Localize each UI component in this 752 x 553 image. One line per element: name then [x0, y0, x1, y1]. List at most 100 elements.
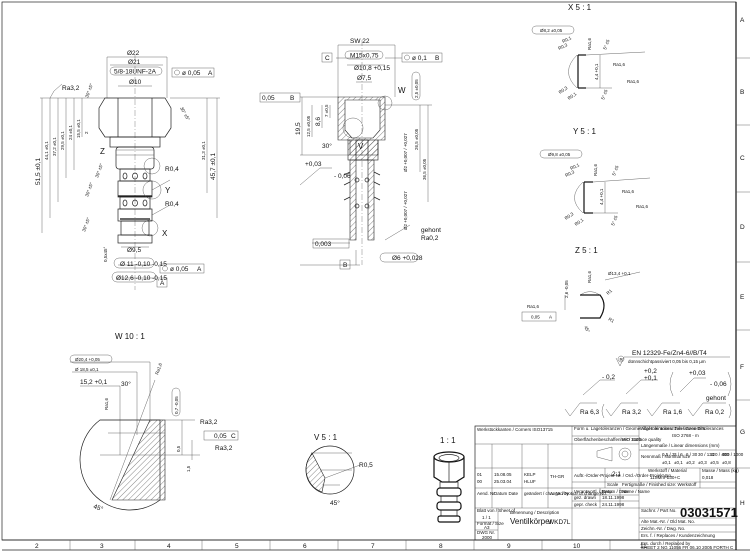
tolerance-label: +0,03 [689, 370, 706, 377]
dimension-label: 4,4 +0,1 [594, 63, 599, 80]
projection-symbol [596, 446, 632, 462]
dimension-label: Ø10 [129, 79, 142, 86]
range-cell: 400 / 1000 [722, 452, 744, 457]
roughness-symbol: Ra 6,3 [580, 409, 600, 416]
sheet-value: 1 / 1 [482, 515, 491, 520]
nominal-size-label: Nennmaß / Nominal size [641, 454, 691, 459]
thread-callout: M15x0,75 [350, 53, 379, 60]
roughness-symbol: Ra 1,6 [663, 409, 683, 416]
dimension-label: 2,6 -0,05 [564, 280, 569, 298]
material-label: Werkstoff / Material [648, 468, 687, 473]
dimension-label: Ø9,5 [127, 247, 141, 254]
detail-marker-x: X [162, 229, 168, 238]
dimension-label: 29,5 ±0,1 [60, 131, 65, 150]
roughness-label: Ra1,6 [587, 37, 592, 50]
roughness-label: Ra1,6 [613, 62, 626, 67]
perpendicularity-tolerance: 0,05 [531, 315, 540, 320]
material-value: 11SMnPb30+C [650, 475, 681, 480]
cylindricity-tolerance: 0,003 [315, 241, 332, 248]
perpendicularity-tolerance: 0,05 [214, 433, 227, 440]
column-label: 8 [439, 543, 443, 550]
roughness-label: Ra1,6 [587, 270, 592, 283]
angle-label: 30° [322, 142, 332, 150]
roughness-label: Ra3,2 [200, 419, 218, 426]
tolerance-cell: ±0,8 [722, 460, 731, 465]
angle-label: 30° [121, 380, 131, 388]
revision-header: A. Nr. / Notice of change No. [550, 491, 607, 496]
row-label: G [740, 429, 745, 436]
dwg-value: 2000 [482, 535, 493, 540]
dimension-label: 15,5 ±0,1 [76, 119, 81, 138]
coating-symbol: R [620, 357, 624, 362]
revision-header: geändert / changed by [524, 491, 570, 496]
customer-label: Ers. f. / Replaces / Kundenzeichnung [641, 533, 716, 538]
detail-marker-v: V [358, 142, 364, 151]
roughness-label: Ra1,6 [527, 304, 540, 309]
mass-value: 0,018 [702, 475, 714, 480]
part-number-label: Sachnr. / Part No. [641, 508, 677, 513]
revision-header: Datum Date [494, 491, 519, 496]
revision-cell: KELP [524, 472, 536, 477]
dimension-label: 36,5 ±0,05 [422, 158, 427, 180]
dimension-label: Ø9,8 ±0,05 [548, 152, 571, 157]
datum-reference: A [197, 266, 202, 273]
revision-cell: TH-GR [550, 474, 565, 479]
radius-label: R0,4 [165, 201, 179, 208]
surface-standard: ISO 1302 [622, 437, 642, 442]
column-label: 10 [573, 543, 581, 550]
format-label: Format / Size [477, 521, 504, 526]
coaxiality-tolerance: ø 0,05 [182, 70, 201, 77]
row-label: B [740, 89, 744, 96]
radius-label: R0,4 [165, 166, 179, 173]
description-label: Benennung / Description [510, 510, 560, 515]
angle-label: 45° [583, 325, 591, 334]
dimension-label: Ø21 [128, 59, 141, 66]
dimension-label: Ø2 +0,007 / +0,027 [403, 133, 408, 172]
roughness-label: Ra1,6 [154, 362, 163, 375]
revision-header: Aend. Nr. [477, 491, 496, 496]
revision-cell: 00 [477, 479, 483, 484]
radius-label: R0,1 [567, 91, 578, 101]
mass-label: Masse / Mass (kg) [702, 468, 739, 473]
dwg-label: DWG Nr. [477, 530, 495, 535]
replaced-by-label: Ers. durch / Replaced by [641, 541, 691, 546]
radius-label: R0,1 [574, 217, 585, 227]
angle-label: 30° ±5° [84, 182, 94, 198]
drawn-label: gez. drawn [574, 495, 597, 500]
process-note: gehont [421, 227, 441, 234]
angle-label: 45° [330, 499, 340, 507]
row-label: F [740, 364, 744, 371]
datum-reference: A [549, 315, 552, 320]
detail-x: X 5 : 1 Ø8,2 ±0,05 Ra1,6 Ra1,6 Ra1,6 R0,… [531, 3, 646, 101]
datum-reference: A [208, 70, 213, 77]
radius-label: R0,3 [557, 42, 568, 51]
column-label: 3 [100, 543, 104, 550]
finished-size-label: Fertigmaße / Finished size: Werkstoff [622, 482, 697, 487]
datum-b: B [343, 262, 347, 269]
drawn-date: 18.11.1998 [602, 495, 625, 500]
responsible-label: Verantwortl. / Resp. [574, 489, 613, 494]
perpendicularity-tolerance: 0,05 [262, 95, 275, 102]
dimension-label: Ø 18,5 ±0,1 [75, 367, 99, 372]
detail-v: V 5 : 1 R0,5 45° [305, 433, 373, 507]
scale-label: Scale [607, 482, 619, 487]
roughness-label: Ra3,2 [62, 85, 80, 92]
angle-label: 30° ±5° [179, 106, 191, 122]
detail-z: Z 5 : 1 Ra1,6 Ø13,4 +0,1 2,6 -0,05 R1 R1… [521, 246, 641, 334]
revision-cell: 15.08.05 [494, 472, 512, 477]
tolerance-cell: ±0,3 [698, 460, 707, 465]
part-code: WKD7L [548, 519, 571, 526]
tolerance-label: - 0,2 [602, 374, 615, 381]
column-label: 7 [371, 543, 375, 550]
revision-cell: HLUF [524, 479, 536, 484]
date-label: Datum / Date [602, 489, 629, 494]
dimension-label: SW 22 [350, 38, 370, 45]
dimension-label: Ø2 +0,007 / +0,027 [403, 191, 408, 230]
dimension-label: Ø22 [127, 50, 140, 57]
range-cell: 0,5 / 3 [662, 452, 675, 457]
dimension-label: 2,5 ±0,05 [414, 79, 419, 98]
angle-label: 5° ±5 [611, 164, 619, 176]
part-number: 03031571 [680, 505, 738, 520]
dimension-label: 44,1 ±0,1 [44, 141, 49, 160]
